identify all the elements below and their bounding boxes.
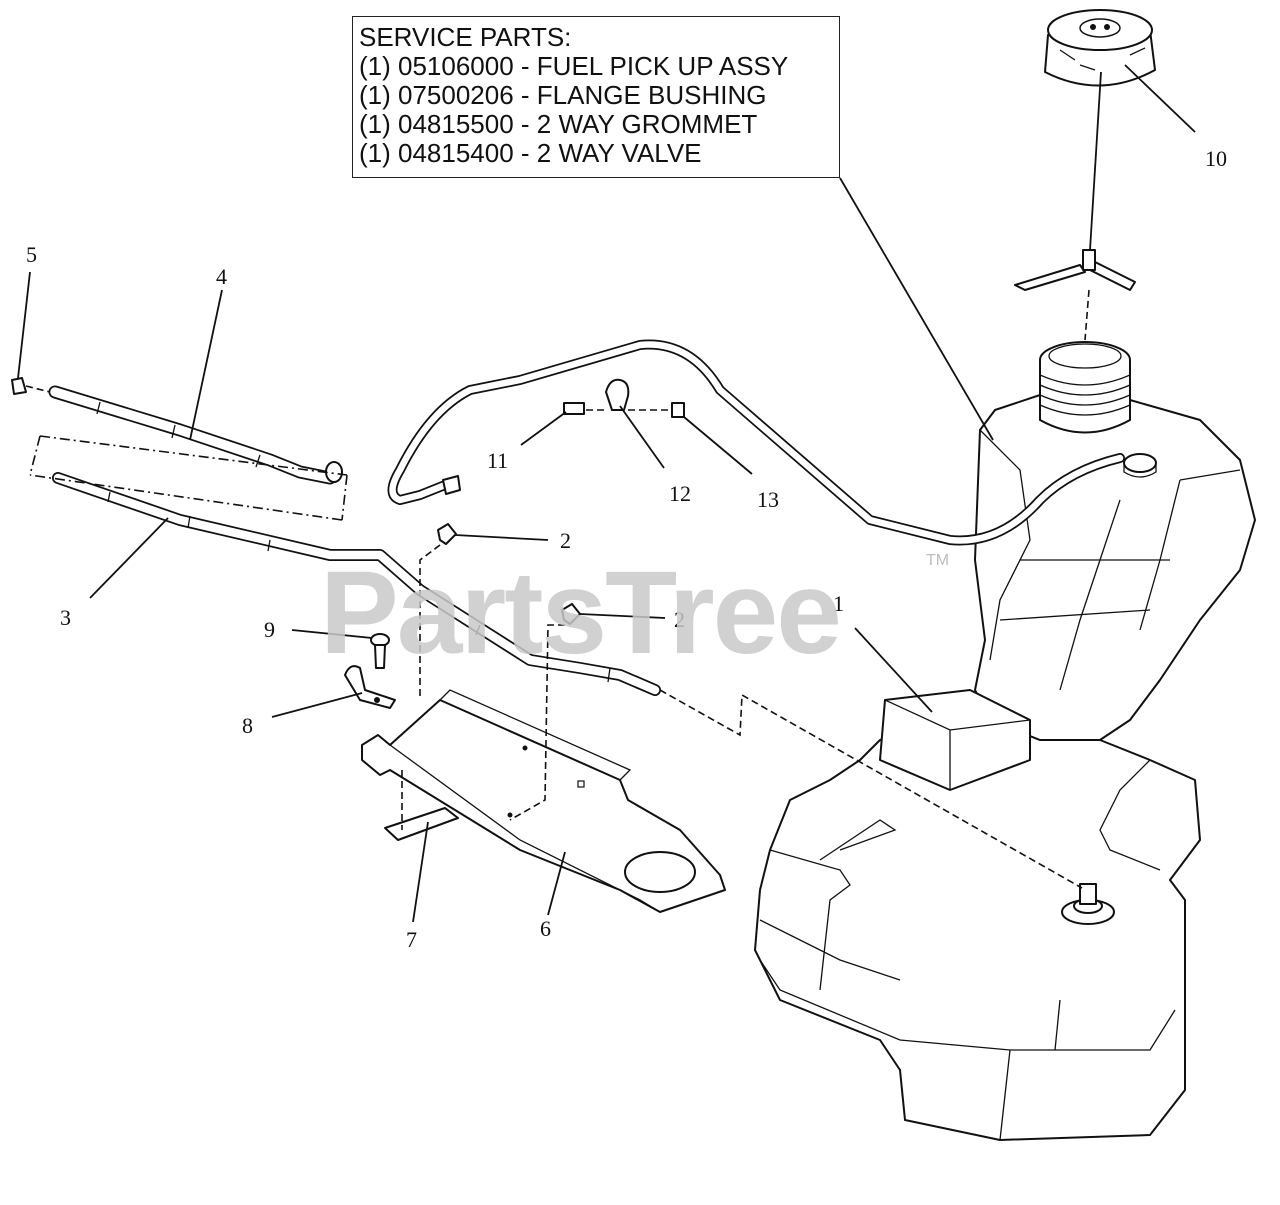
cap-assembly-dash [1084,289,1090,341]
leader-10 [1124,64,1196,133]
line3-to-tank-dash [659,689,1083,889]
callout-1: 1 [833,591,844,616]
leader-2a [454,534,549,541]
vent-valve [1014,249,1136,291]
leader-1 [854,627,933,713]
watermark-tm: TM [926,552,950,569]
callout-4: 4 [216,264,227,289]
service-part-item: (1) 04815400 - 2 WAY VALVE [359,138,702,168]
callout-10: 10 [1205,146,1227,171]
clip-2b [561,603,581,625]
service-part-item: (1) 05106000 - FUEL PICK UP ASSY [359,51,789,81]
clamp-8 [344,665,396,709]
leader-8 [271,692,363,718]
leader-12 [619,405,665,469]
leader-6 [547,851,566,916]
line-group-bracket [29,435,348,521]
pad-7 [384,807,459,841]
plug-dash [25,385,51,393]
callout-13: 13 [757,487,779,512]
fuel-tank [754,341,1256,1141]
fitting-11 [563,402,585,415]
callout-12: 12 [669,481,691,506]
service-parts-box: SERVICE PARTS: (1) 05106000 - FUEL PICK … [352,16,840,178]
service-part-item: (1) 04815500 - 2 WAY GROMMET [359,109,758,139]
leader-4 [189,289,223,441]
service-leader [839,177,994,441]
fuel-line-4 [48,385,343,485]
callout-2a: 2 [560,528,571,553]
leader-9 [291,629,373,639]
leader-2b [579,613,666,619]
cap-stem-line [1089,71,1102,251]
service-parts-title: SERVICE PARTS: [359,22,572,52]
callout-2b: 2 [674,607,685,632]
clip-2b-dash [509,624,565,821]
callout-3: 3 [60,605,71,630]
fuel-cap [1044,9,1156,87]
vent-hose [387,339,1125,546]
leader-3 [89,517,169,599]
callout-11: 11 [487,448,508,473]
service-part-item: (1) 07500206 - FLANGE BUSHING [359,80,767,110]
clip-2a-dash [419,544,441,700]
clamp-12 [605,378,630,411]
callout-8: 8 [242,713,253,738]
plug-5 [11,377,27,395]
leader-7 [412,821,429,923]
callout-6: 6 [540,916,551,941]
callout-5: 5 [26,242,37,267]
leader-5 [17,271,31,379]
callout-9: 9 [264,617,275,642]
screw-9 [370,633,390,669]
leader-11 [520,411,567,446]
clip-2a [437,523,457,545]
callout-7: 7 [406,927,417,952]
fuel-line-shield-6 [361,689,726,913]
fuel-line-3 [52,472,661,696]
leader-13 [683,416,753,475]
fitting-13 [671,402,685,418]
